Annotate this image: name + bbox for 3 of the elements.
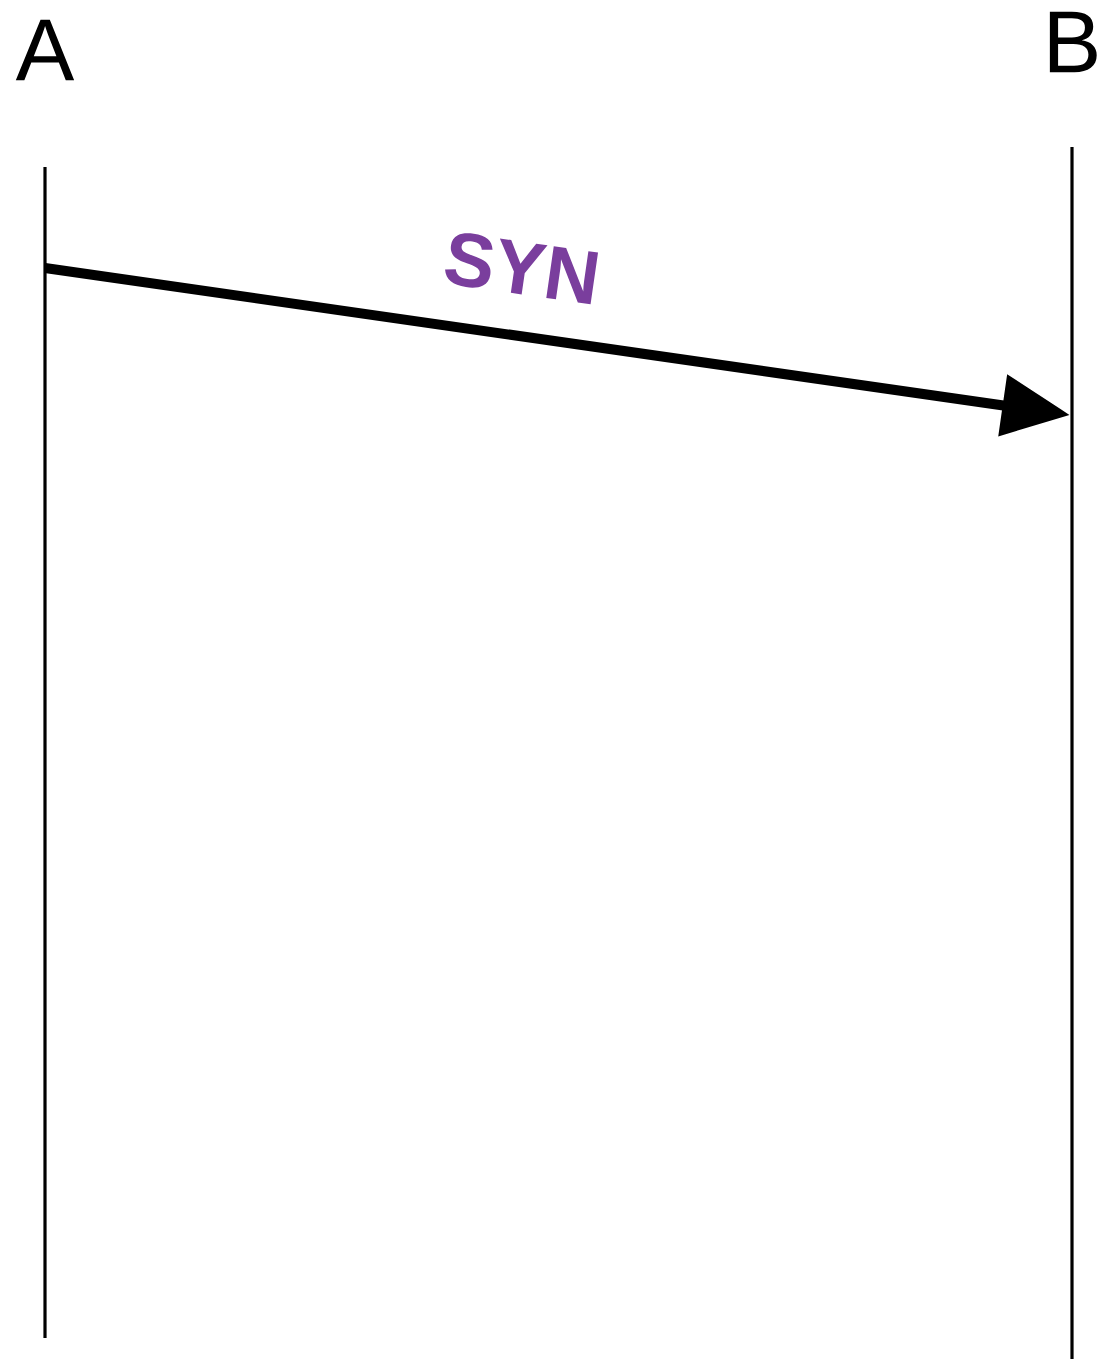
lifeline-label: A: [15, 19, 75, 81]
lifeline-label: B: [1049, 11, 1097, 73]
edge-label: SYN: [445, 233, 599, 305]
